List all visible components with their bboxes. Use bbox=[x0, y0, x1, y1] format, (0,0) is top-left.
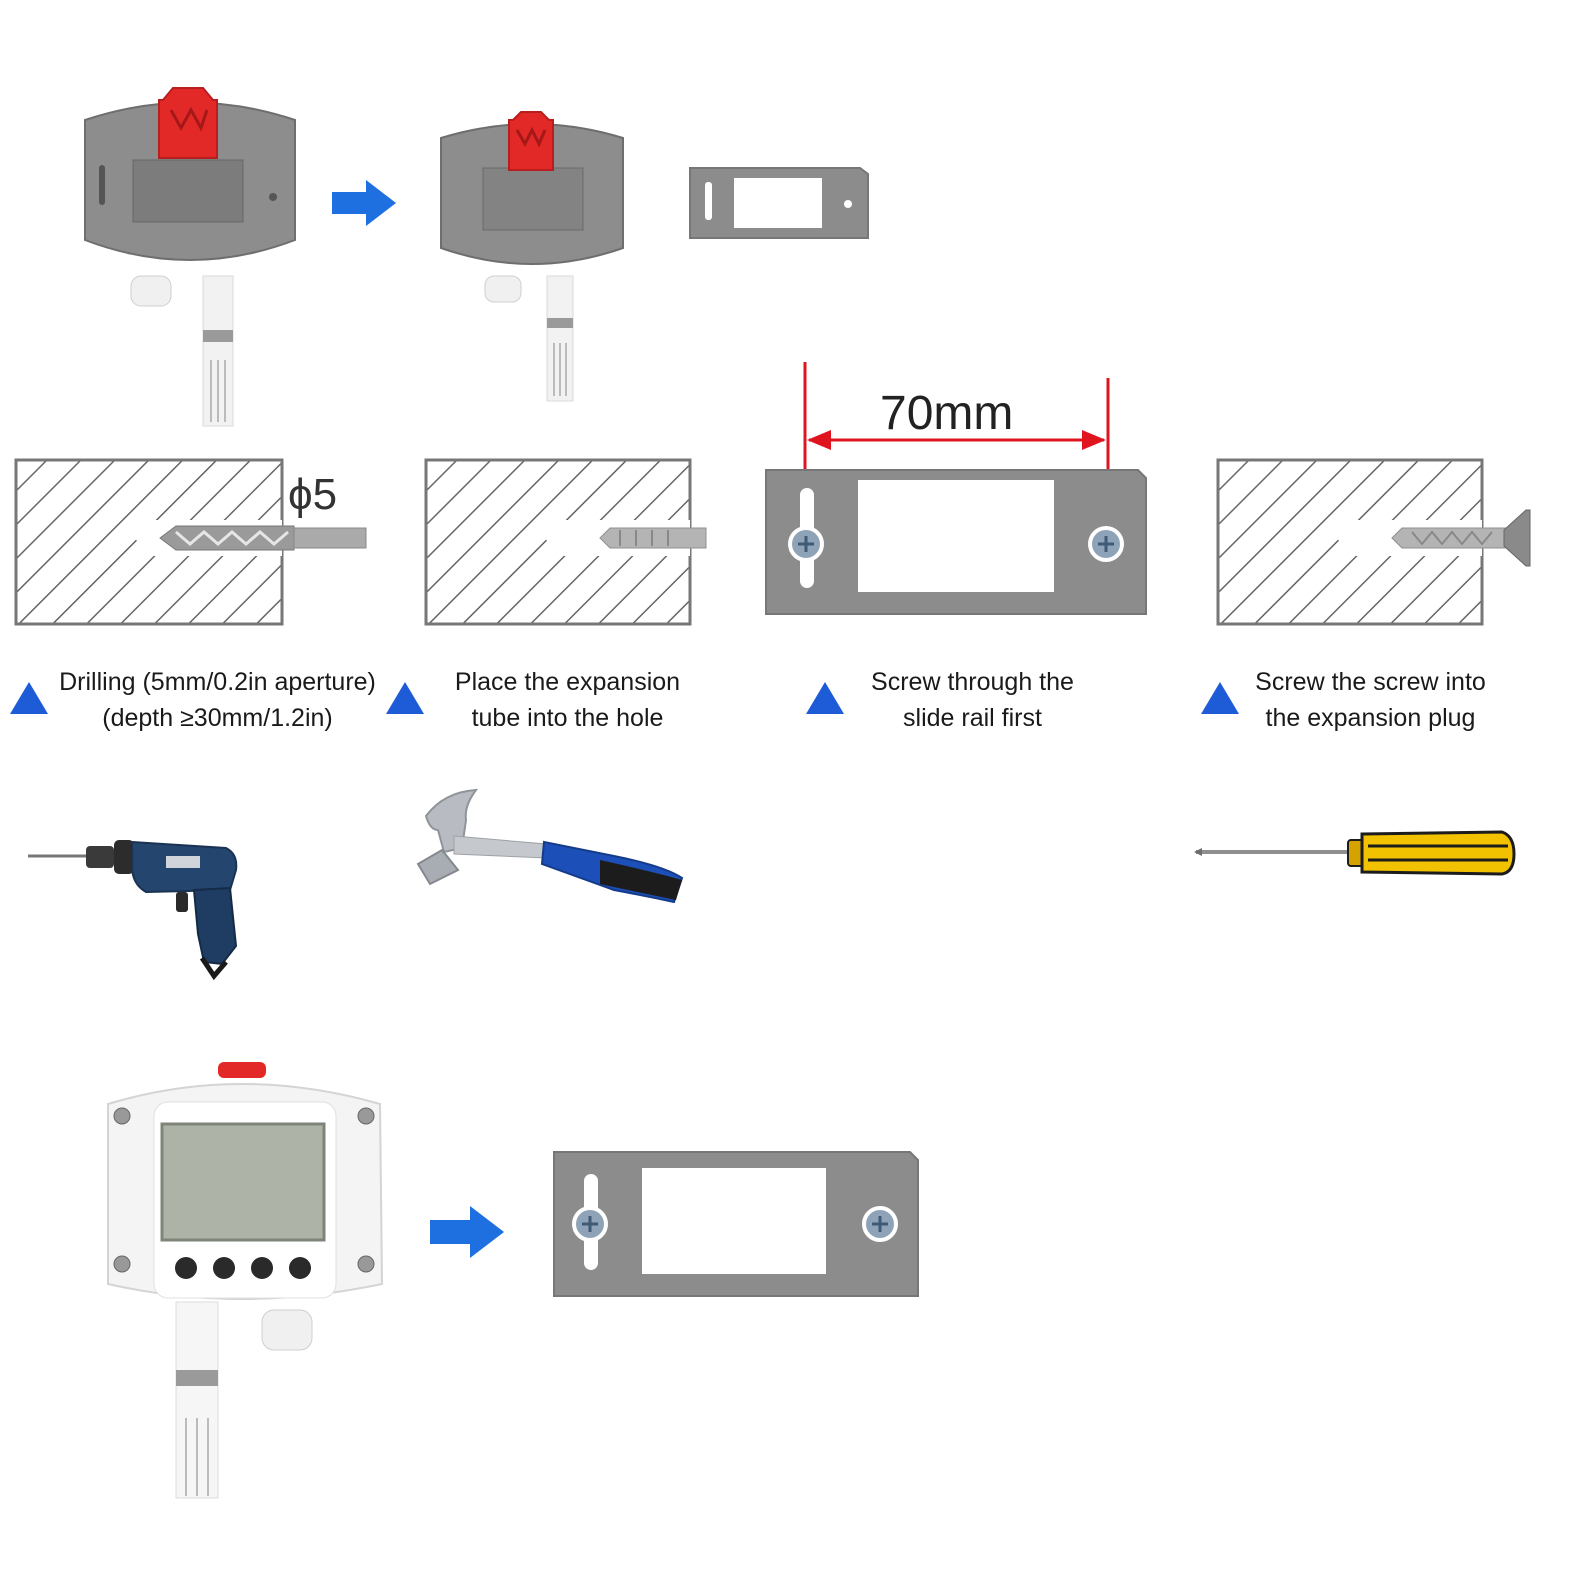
step-caption-line: the expansion plug bbox=[1265, 704, 1476, 732]
step-caption-line: (depth ≥30mm/1.2in) bbox=[102, 704, 333, 732]
step-caption-3: Screw through the slide rail first bbox=[850, 664, 1095, 736]
sensor-front-icon bbox=[107, 1062, 384, 1499]
screwdriver-icon bbox=[1194, 830, 1516, 876]
wall-drilling-diagram bbox=[14, 458, 367, 626]
step-caption-line: slide rail first bbox=[903, 704, 1042, 732]
arrow-right-icon bbox=[332, 180, 396, 226]
step-caption-2: Place the expansion tube into the hole bbox=[430, 664, 705, 736]
wall-screw-plug-diagram bbox=[1216, 458, 1531, 626]
step-marker-icon bbox=[386, 682, 424, 714]
step-marker-icon bbox=[1201, 682, 1239, 714]
step-marker-icon bbox=[10, 682, 48, 714]
step-caption-4: Screw the screw into the expansion plug bbox=[1238, 664, 1503, 736]
step-caption-line: tube into the hole bbox=[471, 704, 664, 732]
drill-size-label: ϕ5 bbox=[288, 470, 338, 519]
arrow-right-icon bbox=[430, 1206, 504, 1258]
dimension-label: 70mm bbox=[880, 387, 1014, 440]
step-caption-1: Drilling (5mm/0.2in aperture) (depth ≥30… bbox=[40, 664, 395, 736]
step-marker-icon bbox=[806, 682, 844, 714]
step-caption-line: Place the expansion bbox=[454, 668, 681, 696]
step-caption-line: Screw the screw into bbox=[1255, 668, 1486, 696]
hammer-icon bbox=[416, 788, 684, 904]
step-caption-line: Screw through the bbox=[871, 668, 1074, 696]
wall-expansion-tube-diagram bbox=[424, 458, 707, 626]
drill-icon bbox=[28, 840, 238, 981]
mounting-bracket-small-icon bbox=[689, 167, 869, 239]
mounting-bracket-screwed-icon bbox=[765, 469, 1147, 615]
sensor-back-icon bbox=[440, 111, 624, 402]
sensor-back-with-bracket-icon bbox=[84, 87, 296, 427]
step-caption-line: Drilling (5mm/0.2in aperture) bbox=[59, 668, 376, 696]
mounting-bracket-icon bbox=[553, 1151, 919, 1297]
